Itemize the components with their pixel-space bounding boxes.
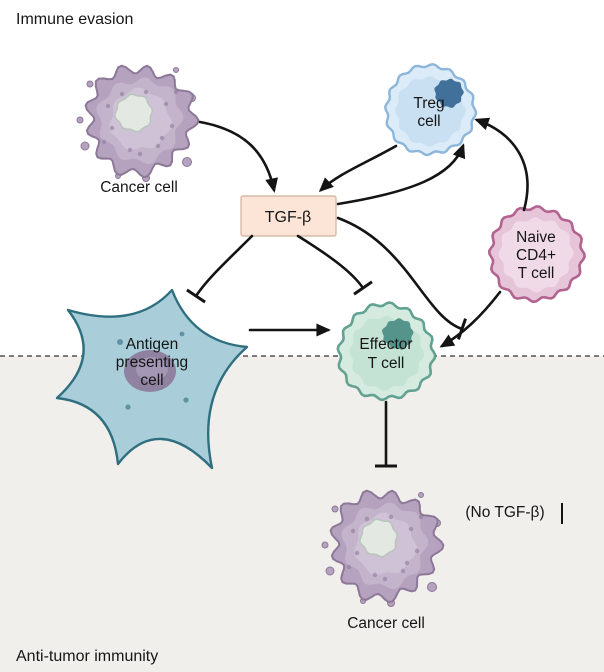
effector-nucleus [382, 318, 414, 350]
cancer-cell-satellite [427, 582, 437, 592]
cancer-cell-speck [354, 550, 360, 556]
cancer-cell-speck [382, 576, 388, 582]
arrow-treg-to-tgfb [318, 144, 398, 192]
apc-label-line3: cell [140, 372, 163, 389]
cancer-cell-satellite [331, 505, 339, 513]
cancer-cell-top-label: Cancer cell [100, 179, 178, 196]
cancer-cell-bottom [321, 489, 445, 607]
cancer-cell-speck [400, 568, 406, 574]
cancer-cell-speck [119, 91, 125, 97]
cancer-cell-speck [105, 103, 111, 109]
section-label-immune-evasion: Immune evasion [16, 11, 133, 28]
cancer-cell-satellite [80, 141, 90, 151]
treg-label-line1: Treg [413, 95, 444, 112]
tgfb-box [240, 195, 337, 237]
cancer-cell-speck [388, 514, 394, 520]
immune-evasion-region [0, 0, 604, 356]
apc-nucleus-inner [136, 357, 168, 381]
cancer-cell-speck [404, 560, 410, 566]
inhibitor-tgfb-to-effector [296, 234, 373, 296]
cancer-cell-satellite [325, 566, 335, 576]
treg-nucleus [434, 78, 464, 108]
cancer-cell-satellite [321, 541, 329, 549]
cancer-cell-speck [364, 516, 370, 522]
apc-label-line2: presenting [116, 354, 188, 371]
cancer-cell-satellite [418, 492, 424, 498]
cancer-cell-satellite [76, 116, 84, 124]
effector-label-line1: Effector [359, 336, 412, 353]
cancer-cell-top [76, 64, 200, 182]
cancer-cell-speck [143, 89, 149, 95]
cancer-cell-speck [163, 101, 169, 107]
cancer-cell-speck [350, 528, 356, 534]
apc-cell [55, 288, 249, 470]
effector-t-cell [336, 301, 437, 402]
treg-label-line2: cell [417, 113, 440, 130]
treg-cell [383, 62, 478, 157]
cancer-cell-satellite [182, 157, 192, 167]
cancer-cell-satellite [173, 67, 179, 73]
cancer-cell-bottom-label: Cancer cell [347, 615, 425, 632]
cancer-cell-speck [173, 89, 179, 95]
tgfb-label: TGF-β [265, 209, 312, 226]
naive-label-line2: CD4+ [516, 247, 556, 264]
naive-cytoplasm [498, 217, 574, 293]
effector-label-line2: T cell [368, 355, 405, 372]
cancer-cell-speck [372, 572, 378, 578]
cancer-cell-nucleus [114, 93, 153, 133]
section-label-anti-tumor: Anti-tumor immunity [16, 648, 158, 665]
cancer-cell-satellite [86, 80, 94, 88]
apc-speck [183, 397, 189, 403]
cancer-cell-speck [346, 564, 352, 570]
cancer-cell-speck [127, 147, 133, 153]
cancer-cell-speck [155, 143, 161, 149]
naive-label-line1: Naive [516, 229, 556, 246]
arrow-cancer-to-tgfb [198, 120, 278, 193]
cancer-cell-speck [418, 514, 424, 520]
apc-speck [179, 331, 185, 337]
cancer-cell-speck [414, 548, 420, 554]
apc-label-line1: Antigen [126, 336, 179, 353]
cancer-cell-speck [109, 125, 115, 131]
cancer-cell-speck [159, 135, 165, 141]
arrow-naive-to-effector [439, 290, 502, 348]
naive-cd4-cell [487, 205, 586, 304]
apc-speck [125, 404, 131, 410]
inhibitor-tgfb-to-naive-effector-path [336, 216, 467, 340]
cancer-cell-speck [101, 139, 107, 145]
cancer-cell-speck [169, 123, 175, 129]
arrow-tgfb-to-treg [336, 143, 466, 206]
inhibitor-tgfb-to-apc [186, 234, 254, 304]
apc-speck [117, 339, 123, 345]
cancer-cell-speck [408, 526, 414, 532]
cancer-cell-speck [137, 151, 143, 157]
arrow-naive-to-treg [474, 117, 529, 212]
naive-label-line3: T cell [518, 265, 555, 282]
no-tgfb-note: (No TGF-β) [465, 504, 544, 521]
cancer-cell-nucleus [359, 518, 398, 558]
